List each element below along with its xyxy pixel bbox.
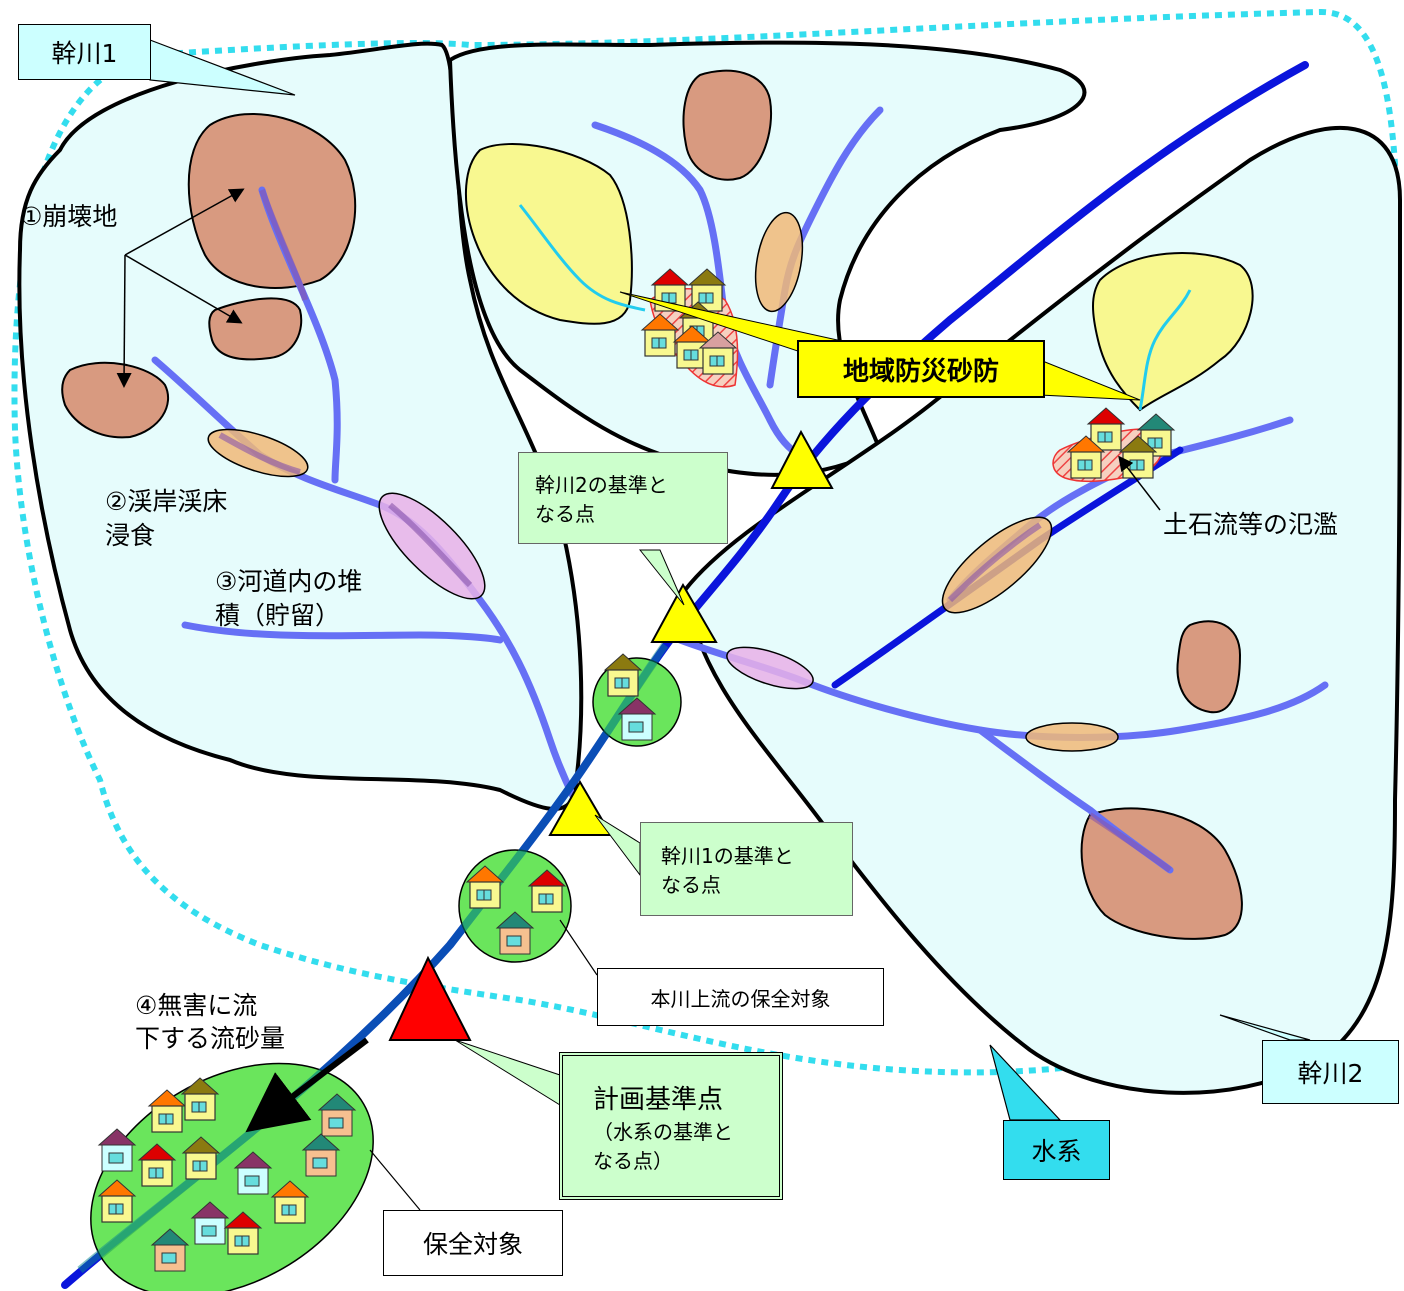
label-ref-point-kanbetsu1: 幹川1の基準と なる点	[640, 822, 853, 916]
label-harmless-sediment: ④無害に流 下する流砂量	[135, 990, 285, 1055]
deposit-storage	[726, 646, 814, 690]
collapse-area	[61, 361, 170, 439]
label-suikei: 水系	[1003, 1120, 1110, 1180]
label-deposit: ③河道内の堆 積（貯留）	[215, 565, 362, 633]
label-ref2-line2: なる点	[535, 502, 595, 526]
local-sabo-zone	[1092, 252, 1254, 412]
collapse-area	[682, 69, 772, 181]
collapse-area	[1080, 807, 1243, 940]
label-ref1-line2: なる点	[661, 873, 721, 897]
label-protect-target: 保全対象	[383, 1210, 563, 1276]
label-plan-reference-point: 計画基準点 （水系の基準と なる点）	[559, 1052, 783, 1200]
label-local-sabo: 地域防災砂防	[797, 340, 1045, 398]
collapse-area	[187, 112, 357, 289]
label-ref-point-kanbetsu2: 幹川2の基準と なる点	[518, 452, 728, 544]
label-plan-point-title: 計画基準点	[593, 1084, 724, 1115]
label-deposit-line1: ③河道内の堆	[215, 567, 363, 596]
label-erosion-line2: 浸食	[105, 520, 156, 550]
label-local-sabo-text: 地域防災砂防	[842, 356, 999, 387]
label-kanbetsu2: 幹川2	[1262, 1040, 1399, 1104]
ref-point-kanbetsu1-triangle	[548, 779, 613, 836]
deposit-erosion	[941, 516, 1053, 614]
label-ref1-line1: 幹川1の基準と	[661, 844, 794, 868]
label-collapse: ①崩壊地	[20, 202, 118, 231]
ref-point-kanbetsu2-triangle	[650, 582, 718, 643]
label-harmless-line2: 下する流砂量	[135, 1023, 286, 1053]
label-plan-point-line1: （水系の基準と	[593, 1119, 733, 1144]
label-harmless-line1: ④無害に流	[135, 991, 258, 1020]
collapse-area	[1176, 620, 1242, 714]
label-kanbetsu1-text: 幹川1	[51, 39, 118, 68]
label-deposit-line2: 積（貯留）	[215, 600, 341, 630]
label-erosion: ②渓岸渓床 浸食	[105, 485, 227, 553]
label-upstream-target: 本川上流の保全対象	[597, 968, 884, 1026]
label-suikei-text: 水系	[1031, 1137, 1082, 1166]
label-protect-target-text: 保全対象	[422, 1230, 523, 1259]
local-sabo-zone	[464, 143, 633, 325]
label-kanbetsu1: 幹川1	[18, 24, 151, 80]
deposit-erosion	[754, 211, 804, 313]
label-erosion-line1: ②渓岸渓床	[105, 487, 228, 516]
deposit-erosion	[1025, 722, 1119, 752]
plan-reference-point-triangle	[388, 955, 472, 1041]
label-kanbetsu2-text: 幹川2	[1297, 1059, 1364, 1088]
label-plan-point-line2: なる点）	[593, 1148, 673, 1173]
label-upstream-target-text: 本川上流の保全対象	[650, 986, 831, 1011]
ref-point-triangle	[770, 429, 834, 489]
label-debris-flood: 土石流等の氾濫	[1163, 510, 1339, 539]
collapse-area	[208, 297, 303, 361]
label-ref2-line1: 幹川2の基準と	[535, 473, 668, 497]
